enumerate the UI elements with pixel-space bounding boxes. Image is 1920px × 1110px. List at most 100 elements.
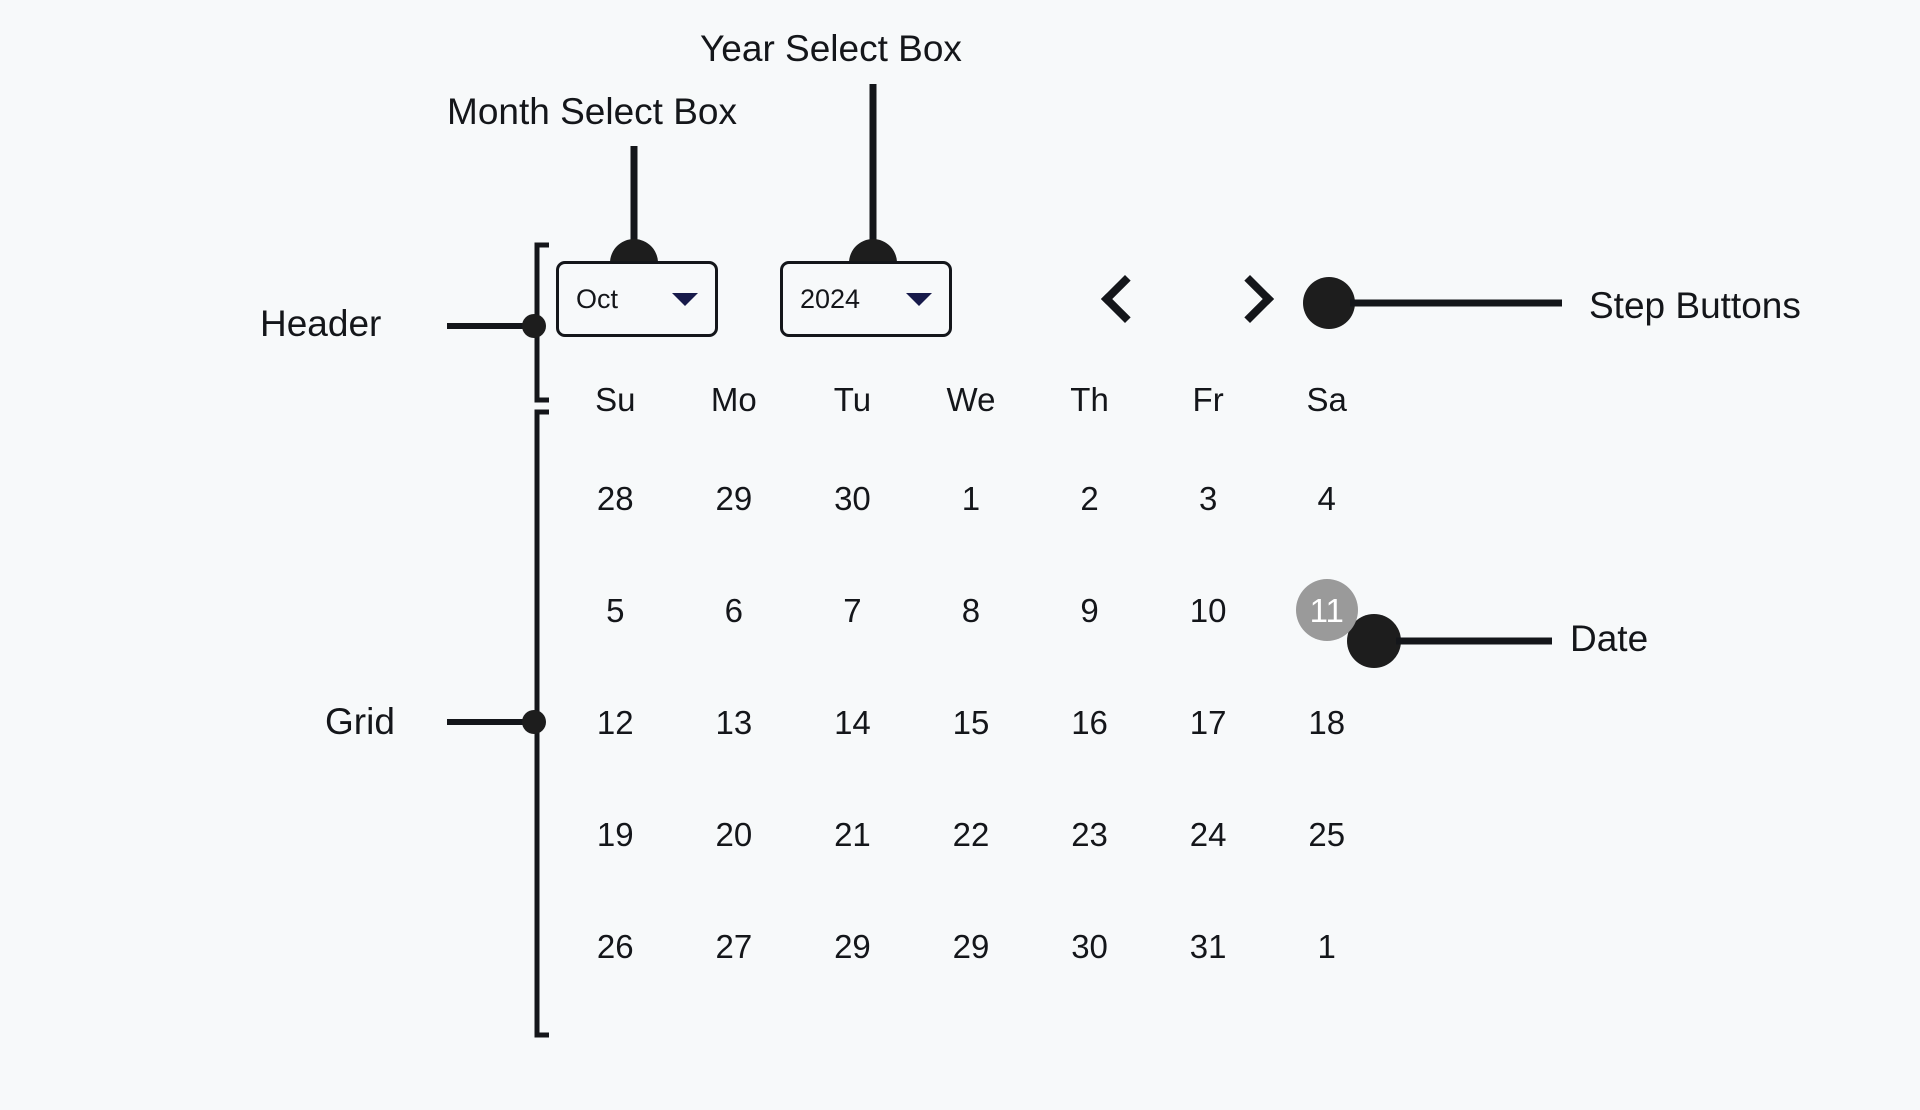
date-cell[interactable]: 4: [1267, 442, 1386, 554]
previous-month-button[interactable]: [1093, 271, 1150, 327]
date-label: 15: [952, 703, 990, 741]
annotation-label-year-select: Year Select Box: [700, 28, 962, 69]
year-select-box[interactable]: 2024: [780, 261, 952, 337]
date-cell[interactable]: 16: [1030, 666, 1149, 778]
date-label: 3: [1198, 479, 1218, 517]
date-label: 1: [1317, 927, 1336, 965]
date-cell[interactable]: 3: [1149, 442, 1268, 554]
date-cell[interactable]: 29: [793, 890, 912, 1002]
date-cell[interactable]: 24: [1149, 778, 1268, 890]
date-label: 16: [1071, 703, 1108, 741]
calendar-grid: Su Mo Tu We Th Fr Sa 28 29 30 1 2 3 4 5 …: [556, 356, 1386, 1002]
weekday-label-su: Su: [595, 380, 636, 418]
date-label: 9: [1080, 591, 1099, 629]
date-label: 8: [961, 591, 981, 629]
date-cell[interactable]: 30: [793, 442, 912, 554]
date-cell[interactable]: 20: [675, 778, 794, 890]
date-label-selected: 11: [1295, 579, 1358, 641]
date-cell[interactable]: 8: [912, 554, 1031, 666]
date-label: 19: [596, 815, 634, 853]
week-row: 19 20 21 22 23 24 25: [556, 778, 1386, 890]
year-select-value: 2024: [800, 283, 861, 314]
date-cell[interactable]: 22: [912, 778, 1031, 890]
chevron-down-icon: [906, 292, 932, 306]
date-label: 21: [834, 815, 871, 853]
date-cell[interactable]: 1: [1267, 890, 1386, 1002]
date-cell[interactable]: 9: [1030, 554, 1149, 666]
date-label: 28: [596, 479, 634, 517]
date-cell[interactable]: 21: [793, 778, 912, 890]
calendar-header: Oct 2024: [556, 246, 1386, 352]
leader-dot-grid: [522, 710, 546, 734]
weekday-label-th: Th: [1070, 380, 1109, 418]
month-select-box[interactable]: Oct: [556, 261, 718, 337]
next-month-button[interactable]: [1225, 271, 1282, 327]
date-label: 10: [1189, 591, 1227, 629]
date-cell[interactable]: 10: [1149, 554, 1268, 666]
date-cell[interactable]: 2: [1030, 442, 1149, 554]
date-label: 29: [952, 927, 990, 965]
chevron-down-icon: [672, 292, 698, 306]
date-label: 5: [606, 591, 625, 629]
date-cell[interactable]: 30: [1030, 890, 1149, 1002]
date-cell[interactable]: 12: [556, 666, 675, 778]
date-label: 30: [1071, 927, 1108, 965]
date-label: 12: [596, 703, 634, 741]
bracket-header: [534, 242, 549, 403]
chevron-left-icon: [1100, 274, 1150, 324]
date-label: 2: [1080, 479, 1099, 517]
calendar-widget: Oct 2024 Su Mo Tu We: [556, 246, 1386, 1002]
annotation-label-date: Date: [1570, 618, 1649, 659]
date-cell[interactable]: 13: [675, 666, 794, 778]
date-cell[interactable]: 31: [1149, 890, 1268, 1002]
date-label: 29: [715, 479, 753, 517]
step-buttons-group: [1093, 271, 1282, 327]
date-cell[interactable]: 29: [675, 442, 794, 554]
date-cell[interactable]: 27: [675, 890, 794, 1002]
date-label: 14: [834, 703, 871, 741]
week-row: 26 27 29 29 30 31 1: [556, 890, 1386, 1002]
leader-dot-header: [522, 314, 546, 338]
date-cell-selected[interactable]: 11: [1267, 554, 1386, 666]
annotation-label-step-buttons: Step Buttons: [1589, 285, 1801, 326]
annotation-label-month-select: Month Select Box: [447, 91, 737, 132]
date-label: 1: [961, 479, 981, 517]
weekday-header-row: Su Mo Tu We Th Fr Sa: [556, 356, 1386, 442]
date-cell[interactable]: 19: [556, 778, 675, 890]
weekday-label-we: We: [946, 380, 996, 418]
date-cell[interactable]: 15: [912, 666, 1031, 778]
date-label: 18: [1308, 703, 1346, 741]
weekday-label-tu: Tu: [833, 380, 872, 418]
date-label: 24: [1189, 815, 1227, 853]
bracket-grid: [534, 409, 549, 1038]
date-cell[interactable]: 25: [1267, 778, 1386, 890]
date-cell[interactable]: 6: [675, 554, 794, 666]
date-label: 25: [1308, 815, 1346, 853]
date-cell[interactable]: 18: [1267, 666, 1386, 778]
date-label: 4: [1317, 479, 1336, 517]
weekday-label-sa: Sa: [1306, 380, 1347, 418]
date-label: 17: [1189, 703, 1227, 741]
date-label: 6: [724, 591, 744, 629]
date-label: 23: [1071, 815, 1108, 853]
week-row: 28 29 30 1 2 3 4: [556, 442, 1386, 554]
date-label: 30: [834, 479, 871, 517]
annotation-label-grid: Grid: [325, 701, 395, 742]
date-label: 29: [834, 927, 871, 965]
week-row: 5 6 7 8 9 10 11: [556, 554, 1386, 666]
annotation-label-header: Header: [260, 303, 382, 344]
date-cell[interactable]: 23: [1030, 778, 1149, 890]
date-cell[interactable]: 7: [793, 554, 912, 666]
date-cell[interactable]: 29: [912, 890, 1031, 1002]
weekday-label-mo: Mo: [710, 380, 757, 418]
month-select-value: Oct: [576, 283, 619, 314]
date-cell[interactable]: 28: [556, 442, 675, 554]
date-cell[interactable]: 14: [793, 666, 912, 778]
date-cell[interactable]: 1: [912, 442, 1031, 554]
date-label: 31: [1189, 927, 1227, 965]
date-cell[interactable]: 26: [556, 890, 675, 1002]
chevron-right-icon: [1225, 274, 1275, 324]
date-cell[interactable]: 17: [1149, 666, 1268, 778]
date-cell[interactable]: 5: [556, 554, 675, 666]
